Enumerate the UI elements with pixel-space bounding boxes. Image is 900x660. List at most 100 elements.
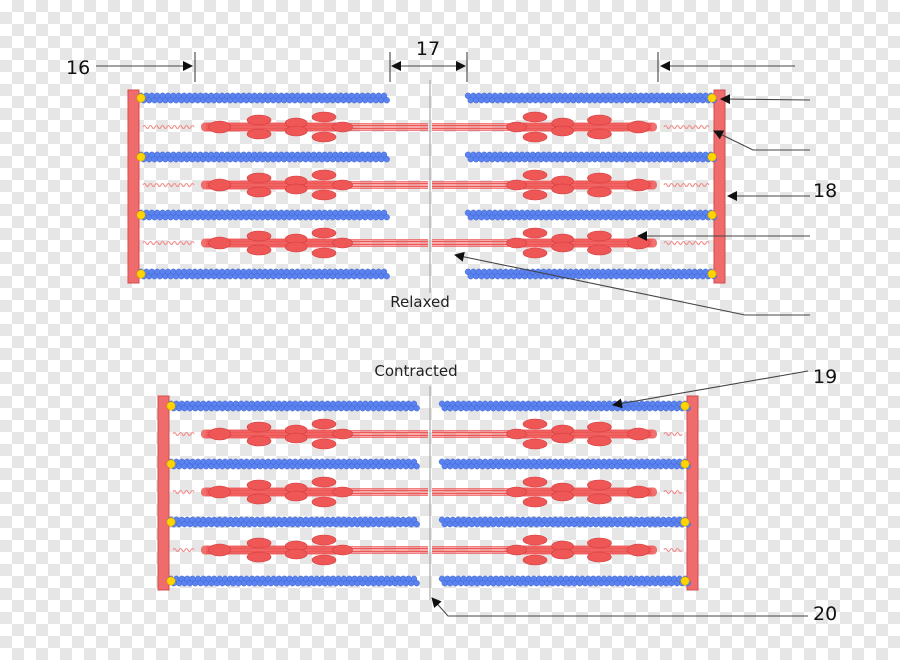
myosin-head [311,247,337,259]
myosin-head [522,189,548,201]
myosin-head [284,241,308,253]
leader-actin-end [720,94,811,105]
actin-filament [464,209,717,221]
actin-filament [166,400,420,412]
actin-filament [438,575,691,587]
myosin-head [311,111,337,123]
myosin-head [522,496,548,508]
leader-20 [431,597,808,617]
titin-spring [172,547,195,553]
myosin-half [432,534,657,566]
myosin-head [551,183,574,195]
myosin-head [284,548,308,560]
myosin-head [246,435,272,447]
actin-filament [136,151,390,163]
actin-anchor-dot [680,401,690,411]
myosin-head [311,534,337,546]
myosin-head [208,427,231,441]
myosin-head [284,432,308,444]
myosin-head [587,128,612,140]
myosin-head [551,548,574,560]
actin-filament [136,209,390,221]
myosin-head [246,186,272,198]
actin-filament [438,458,691,470]
myosin-head [587,114,612,126]
myosin-half [201,227,428,259]
myosin-head [311,476,337,488]
myosin-head [587,493,612,505]
leader-19 [612,370,809,409]
myosin-head [506,121,527,133]
myosin-head [587,537,612,549]
leader-m-line [454,251,810,316]
myosin-head [587,551,612,563]
myosin-head [522,247,548,259]
myosin-head [627,236,650,250]
myosin-bundle [201,180,345,190]
myosin-bundle [201,487,345,497]
myosin-head [246,128,272,140]
myosin-head [332,179,353,191]
myosin-half [432,476,657,508]
myosin-head [551,490,574,502]
myosin-head [587,186,612,198]
myosin-bundle [514,122,657,132]
myosin-head [311,227,337,239]
label-18: 18 [813,180,837,202]
myosin-bundle [201,429,345,439]
actin-anchor-dot [166,576,176,586]
myosin-head [332,544,353,556]
actin-anchor-dot [707,210,717,220]
myosin-head [208,120,231,134]
myosin-head [284,183,308,195]
titin-spring [663,547,683,553]
myosin-head [311,496,337,508]
myosin-bundle [514,487,657,497]
myosin-head [587,435,612,447]
myosin-head [522,131,548,143]
myosin-half [201,111,428,143]
myosin-head [627,543,650,557]
actin-filament [136,268,390,280]
actin-filament [136,92,390,104]
contracted-sarcomere [157,386,699,600]
myosin-head [246,537,272,549]
myosin-bundle [201,122,345,132]
myosin-half [201,476,428,508]
myosin-head [522,169,548,181]
myosin-head [587,172,612,184]
myosin-head [246,114,272,126]
myosin-head [627,178,650,192]
titin-spring [142,182,195,188]
leader-titin [713,130,810,151]
myosin-head [332,428,353,440]
myosin-head [506,544,527,556]
titin-spring [663,489,683,495]
contracted-caption: Contracted [374,362,457,380]
titin-spring [663,182,710,188]
z-disc-left [157,395,170,591]
myosin-head [311,189,337,201]
myosin-head [587,244,612,256]
myosin-half [432,111,657,143]
actin-anchor-dot [166,401,176,411]
myosin-head [506,237,527,249]
z-disc-right [713,89,726,284]
actin-filament [166,458,420,470]
titin-spring [663,124,710,130]
myosin-half [201,169,428,201]
myosin-head [522,418,548,430]
label-17: 17 [416,38,440,60]
myosin-bundle [201,545,345,555]
myosin-head [246,172,272,184]
actin-filament [464,268,717,280]
titin-spring [142,240,195,246]
myosin-head [522,534,548,546]
myosin-head [246,230,272,242]
myosin-half [432,418,657,450]
myosin-head [311,418,337,430]
actin-anchor-dot [166,517,176,527]
leader-lines [96,52,811,617]
actin-filament [438,400,691,412]
